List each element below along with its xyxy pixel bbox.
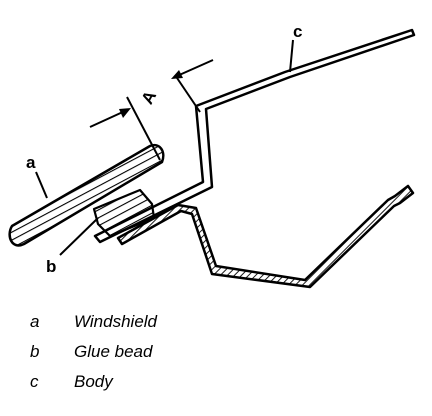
legend-text: Body — [74, 372, 113, 391]
legend-text: Windshield — [74, 312, 157, 331]
legend-key: c — [30, 372, 39, 391]
callout-label-a: a — [26, 153, 36, 172]
legend-text: Glue bead — [74, 342, 153, 361]
legend-item: c Body — [0, 372, 432, 402]
legend-key: a — [30, 312, 40, 331]
callout-label-b: b — [46, 257, 56, 276]
legend-item: b Glue bead — [0, 342, 432, 372]
legend: a Windshield b Glue bead c Body — [0, 312, 432, 402]
legend-item: a Windshield — [0, 312, 432, 342]
windshield-installation-diagram: A a b c — [8, 22, 416, 289]
callout-label-c: c — [293, 22, 302, 41]
dimension-gap-a: A — [89, 59, 214, 161]
leader-lines — [35, 39, 294, 256]
legend-key: b — [30, 342, 40, 361]
glue-bead — [92, 188, 156, 238]
dimension-label-a: A — [138, 88, 161, 108]
body-lower-panel — [116, 184, 415, 289]
windshield-glass — [8, 143, 165, 247]
